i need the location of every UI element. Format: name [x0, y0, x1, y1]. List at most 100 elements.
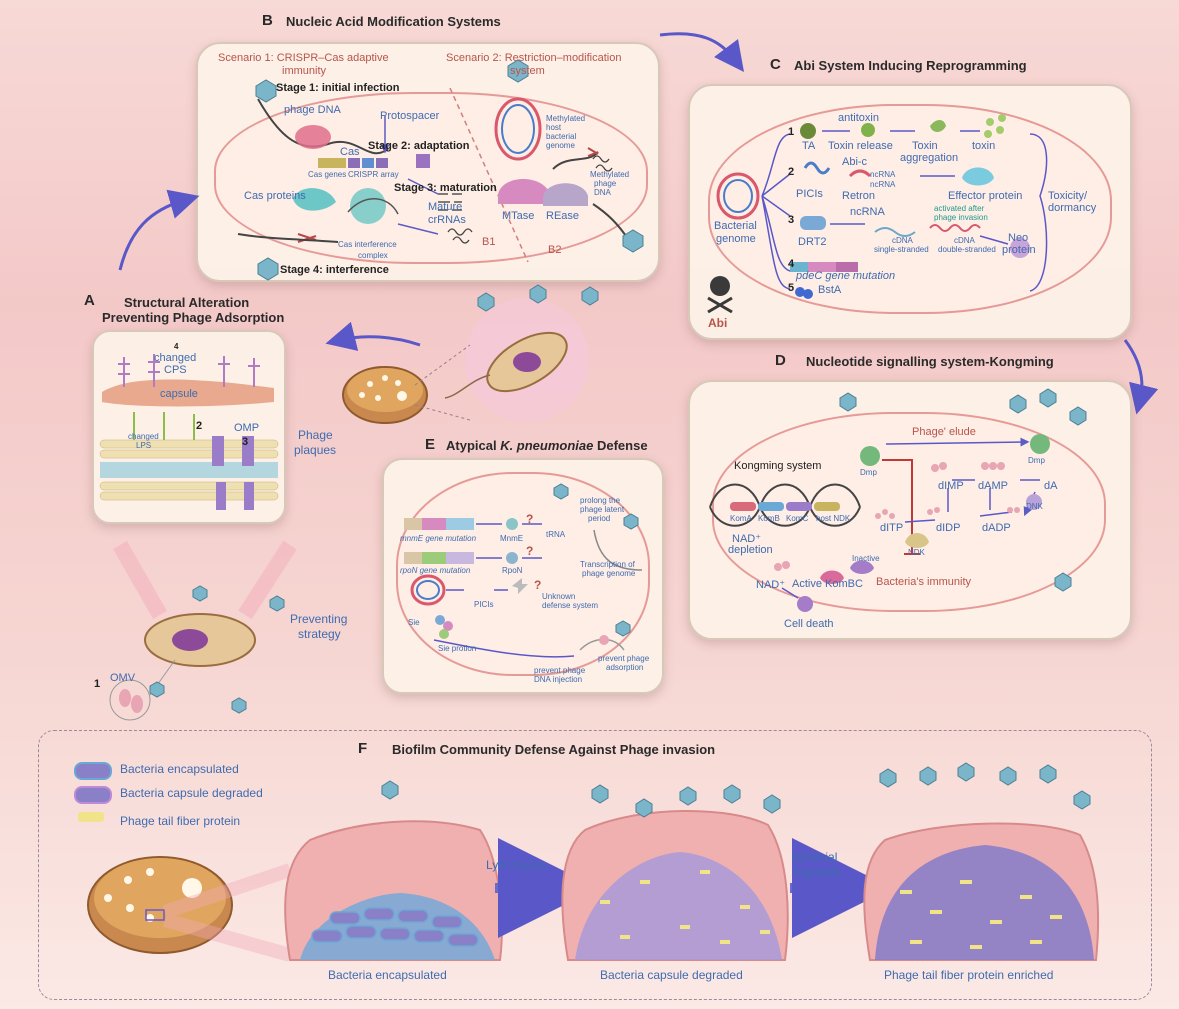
retron-label: Retron — [842, 190, 876, 202]
crrnas-label: crRNAs — [428, 214, 466, 226]
a-num-2: 2 — [196, 420, 203, 432]
methylated-host-4: genome — [546, 141, 575, 150]
neo-label: Neo — [1008, 232, 1029, 244]
panel-e-box: mnmE gene mutation MnmE ? tRNA prolong t… — [382, 458, 664, 694]
panel-a-letter: A — [84, 292, 95, 309]
damp-label: dAMP — [978, 480, 1008, 492]
panel-d-graphics — [709, 388, 1087, 612]
panel-c-cell — [708, 104, 1112, 314]
prevent-adsorb-1: prevent phage — [598, 654, 650, 663]
unknown-2: defense system — [542, 601, 599, 610]
stage3-label: Stage 3: maturation — [394, 182, 497, 194]
b1-label: B1 — [482, 236, 496, 248]
regrowth-label-2: regrowth — [794, 865, 841, 879]
dadp-label: dADP — [982, 522, 1011, 534]
panel-b-box: Scenario 1: CRISPR–Cas adaptive immunity… — [196, 42, 660, 282]
methylated-host-3: bacterial — [546, 132, 577, 141]
panel-c-box: Bacterial genome 1 TA antitoxin Toxin re… — [688, 84, 1132, 340]
mature-label: Mature — [428, 201, 463, 213]
scenario2-label: Scenario 2: Restriction–modification — [446, 52, 622, 64]
toxin-label: toxin — [972, 140, 996, 152]
scenario1b-label: immunity — [282, 65, 327, 77]
ditp-label: dITP — [880, 522, 904, 534]
cas-interference-label: Cas interference — [338, 240, 397, 249]
host-ndk-label: host NDK — [816, 514, 851, 523]
rpon-gene-label: rpoN gene mutation — [400, 566, 471, 575]
transcription-1: Transcription of — [580, 560, 635, 569]
didp-label: dIDP — [936, 522, 961, 534]
panel-e-title-pre: Atypical — [446, 438, 501, 453]
ncrna-label: ncRNA — [850, 206, 885, 218]
e-question-1: ? — [526, 512, 534, 526]
panel-b-letter: B — [262, 12, 273, 29]
mtase-label: MTase — [502, 210, 535, 222]
e-question-2: ? — [526, 544, 534, 558]
preventing-2: strategy — [298, 627, 341, 641]
b2-label: B2 — [548, 244, 562, 256]
stage-enriched-label: Phage tail fiber protein enriched — [884, 968, 1054, 982]
omv-label: OMV — [110, 672, 136, 684]
methylated-host-1: Methylated — [546, 114, 586, 123]
a-num-3: 3 — [242, 436, 249, 448]
toxin-release-label: Toxin release — [828, 140, 893, 152]
activated2-label: phage invasion — [934, 213, 988, 222]
panel-f-title: Biofilm Community Defense Against Phage … — [392, 742, 716, 757]
sie-label: Sie — [408, 618, 420, 627]
sie-protein-label: Sie protion — [438, 644, 477, 653]
phage-dna-label: phage DNA — [284, 104, 341, 116]
panel-b-title: Nucleic Acid Modification Systems — [286, 14, 501, 29]
dmp-right-label: Dmp — [1028, 456, 1045, 465]
abic-label: Abi-c — [842, 156, 868, 168]
panel-a-title-1: Structural Alteration — [124, 295, 250, 310]
effector-label: Effector protein — [948, 190, 1023, 202]
cas-genes-label: Cas genes — [308, 170, 347, 179]
phage-elude-label: Phage' elude — [912, 426, 976, 438]
dmp-left-label: Dmp — [860, 468, 877, 477]
mnme-label: MnmE — [500, 534, 524, 543]
legend-swatch-encapsulated — [74, 762, 112, 780]
lytic-fusion-label: Lytic fusion — [486, 858, 546, 872]
prolong-1: prolong the — [580, 496, 621, 505]
aggregation-label: aggregation — [900, 152, 959, 164]
prevent-inject-2: DNA injection — [534, 675, 583, 684]
bsta-label: BstA — [818, 284, 842, 296]
komb-label: KomB — [758, 514, 780, 523]
dnk-label: DNK — [1026, 502, 1043, 511]
active-kombc-label: Active KomBC — [792, 578, 863, 590]
cas-proteins-label: Cas proteins — [244, 190, 306, 202]
pdec-label: pdeC gene mutation — [796, 270, 896, 282]
c-num-1: 1 — [788, 126, 795, 138]
e-question-3: ? — [534, 578, 542, 592]
panel-a-graphics — [99, 354, 279, 510]
complex-label: complex — [358, 251, 388, 260]
stage-encapsulated-label: Bacteria encapsulated — [328, 968, 447, 982]
panel-a-title-2: Preventing Phage Adsorption — [102, 310, 285, 325]
panel-b-divider — [237, 59, 644, 281]
panel-e-graphics — [404, 483, 643, 658]
stage2-label: Stage 2: adaptation — [368, 140, 470, 152]
cas-label: Cas — [340, 146, 360, 158]
legend-label-encapsulated: Bacteria encapsulated — [120, 762, 239, 776]
cell-death-label: Cell death — [784, 618, 834, 630]
panel-e-title-post: Defense — [593, 438, 648, 453]
dimp-label: dIMP — [938, 480, 964, 492]
activated-label: activated after — [934, 204, 985, 213]
scenario1-label: Scenario 1: CRISPR–Cas adaptive — [218, 52, 389, 64]
nad-dep-label: NAD⁺ — [732, 533, 762, 545]
phage-plaques-2: plaques — [294, 443, 337, 457]
panel-f-letter: F — [358, 740, 368, 757]
immunity-label: Bacteria's immunity — [876, 576, 972, 588]
panel-c-title: Abi System Inducing Reprogramming — [794, 58, 1027, 73]
koma-label: KomA — [730, 514, 752, 523]
da-label: dA — [1044, 480, 1058, 492]
methylated-phage-3: DNA — [594, 188, 611, 197]
antitoxin-label: antitoxin — [838, 112, 879, 124]
prolong-2: phage latent — [580, 505, 625, 514]
toxicity-label: Toxicity/ — [1048, 190, 1088, 202]
panel-b-cell — [214, 92, 648, 264]
panel-e-title: Atypical K. pneumoniae Defense — [446, 438, 648, 453]
abi-label: Abi — [708, 316, 728, 330]
rease-label: REase — [546, 210, 580, 222]
omp-label: OMP — [234, 422, 260, 434]
